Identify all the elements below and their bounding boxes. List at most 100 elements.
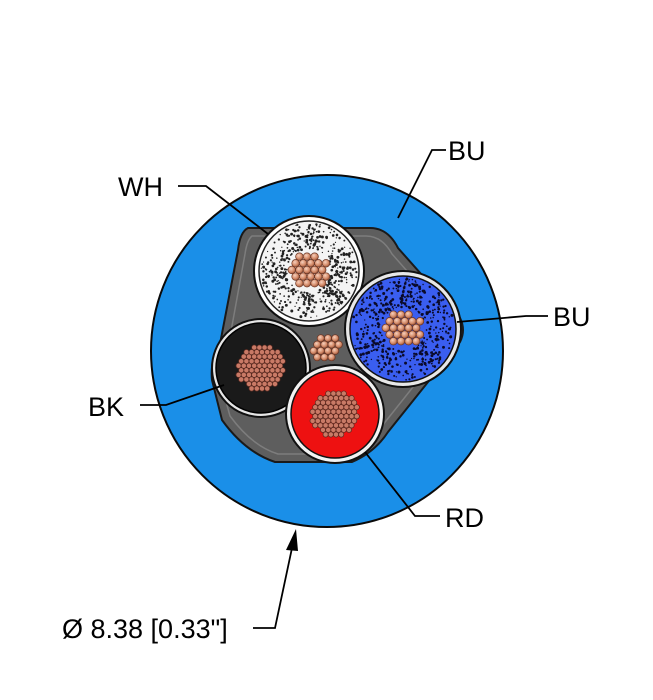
speckle — [340, 302, 343, 305]
speckle — [382, 292, 386, 295]
speckle — [296, 248, 300, 252]
speckle — [388, 360, 391, 363]
speckle — [428, 285, 431, 289]
speckle — [345, 252, 349, 256]
speckle — [272, 290, 275, 293]
speckle — [429, 317, 432, 319]
speckle — [332, 308, 335, 311]
speckle — [405, 298, 408, 300]
speckle — [312, 311, 315, 313]
speckle — [333, 281, 336, 284]
speckle — [288, 258, 291, 261]
speckle — [428, 327, 432, 331]
speckle — [300, 296, 302, 298]
speckle — [363, 326, 366, 329]
speckle — [275, 276, 278, 279]
speckle — [318, 240, 321, 243]
speckle — [326, 309, 329, 312]
speckle — [365, 310, 369, 314]
speckle — [338, 299, 341, 302]
speckle — [328, 309, 331, 312]
speckle — [282, 271, 285, 274]
speckle — [431, 359, 435, 362]
speckle — [303, 301, 306, 304]
speckle — [360, 338, 363, 341]
strand — [312, 422, 319, 429]
speckle — [428, 335, 432, 339]
speckle — [264, 268, 267, 270]
speckle — [287, 290, 290, 293]
speckle — [340, 290, 343, 293]
strand — [322, 431, 329, 438]
speckle — [306, 310, 308, 312]
speckle — [420, 341, 423, 344]
speckle — [329, 257, 332, 260]
speckle — [410, 357, 413, 360]
speckle — [355, 332, 359, 335]
speckle — [419, 350, 422, 353]
speckle — [287, 295, 291, 298]
speckle — [436, 319, 440, 323]
strand — [279, 358, 286, 365]
speckle — [430, 362, 433, 365]
speckle — [321, 251, 323, 254]
speckle — [443, 309, 446, 312]
speckle — [410, 287, 413, 290]
speckle — [437, 291, 441, 295]
speckle — [417, 358, 420, 361]
speckle — [284, 303, 288, 307]
strand — [295, 279, 304, 288]
speckle — [377, 355, 380, 358]
speckle — [364, 359, 368, 362]
speckle — [414, 307, 418, 311]
speckle — [334, 279, 337, 283]
speckle — [400, 350, 403, 354]
speckle — [270, 270, 274, 274]
speckle — [318, 235, 322, 238]
speckle — [272, 248, 275, 250]
speckle — [448, 342, 451, 345]
speckle — [280, 300, 282, 303]
speckle — [322, 295, 325, 298]
speckle — [266, 250, 269, 253]
speckle — [382, 358, 385, 361]
speckle — [319, 245, 321, 247]
speckle — [319, 301, 322, 303]
label-blue: BU — [553, 302, 591, 332]
speckle — [418, 290, 421, 293]
speckle — [404, 281, 407, 284]
speckle — [294, 249, 297, 253]
speckle — [421, 360, 424, 363]
speckle — [337, 250, 341, 253]
speckle — [318, 291, 321, 294]
speckle — [395, 306, 397, 309]
speckle — [337, 280, 340, 283]
speckle — [280, 254, 284, 258]
speckle — [283, 249, 286, 252]
speckle — [296, 223, 299, 226]
leader-white — [178, 185, 269, 235]
speckle — [307, 230, 310, 234]
speckle — [425, 352, 429, 356]
speckle — [380, 302, 383, 305]
speckle — [409, 293, 412, 296]
speckle — [424, 358, 427, 361]
speckle — [313, 231, 315, 233]
speckle — [434, 326, 438, 329]
strand — [338, 431, 345, 438]
speckle — [406, 372, 409, 375]
speckle — [375, 348, 379, 352]
speckle — [433, 297, 437, 300]
speckle — [322, 307, 325, 311]
strand — [327, 431, 334, 438]
speckle — [403, 285, 406, 288]
speckle — [322, 230, 325, 233]
speckle — [291, 284, 293, 287]
speckle — [392, 281, 395, 283]
speckle — [438, 331, 440, 334]
speckle — [423, 362, 427, 366]
speckle — [388, 357, 391, 360]
speckle — [331, 257, 334, 260]
speckle — [392, 307, 395, 310]
speckle — [439, 328, 442, 330]
